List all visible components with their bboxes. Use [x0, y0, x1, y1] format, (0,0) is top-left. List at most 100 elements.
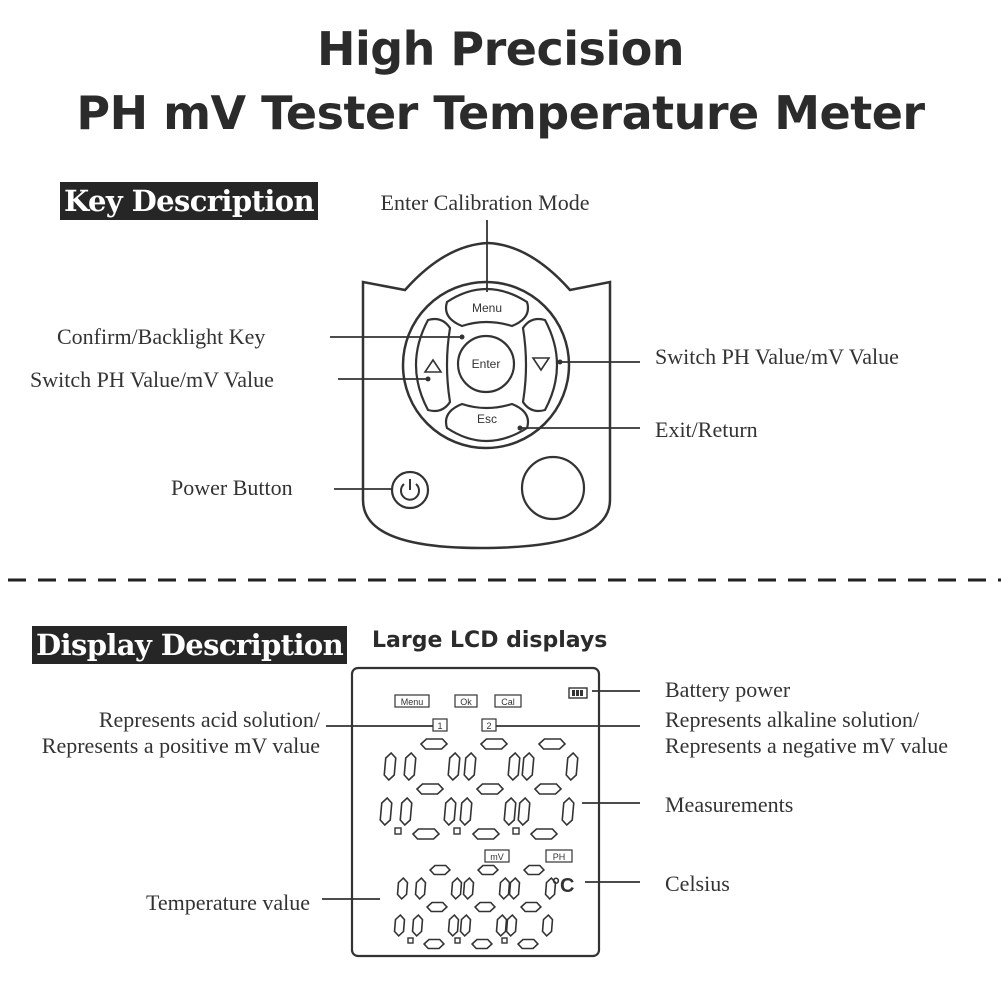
- lcd-segment: [443, 796, 457, 827]
- decimal-point: [394, 827, 402, 835]
- label-alkaline-2: Represents a negative mV value: [665, 733, 948, 758]
- temperature-digit-1: [393, 876, 409, 938]
- down-arrow-key[interactable]: [521, 317, 559, 413]
- up-arrow-key[interactable]: [414, 317, 452, 413]
- lcd-segment: [411, 913, 424, 938]
- svg-text:2: 2: [486, 721, 491, 731]
- label-battery: Battery power: [665, 677, 791, 702]
- label-celsius: Celsius: [665, 871, 730, 896]
- label-acid-1: Represents acid solution/: [99, 707, 321, 732]
- lcd-ph-indicator: PH: [545, 849, 573, 863]
- lcd-cal-indicator: Cal: [494, 694, 522, 708]
- lcd-segment: [428, 864, 452, 876]
- decimal-point: [512, 827, 520, 835]
- label-acid-2: Represents a positive mV value: [42, 733, 320, 758]
- lcd-segment: [521, 751, 535, 782]
- measurement-digit-2: [399, 738, 461, 840]
- sensor-window: [520, 455, 586, 521]
- title-line-1: High Precision: [316, 22, 685, 76]
- lcd-indicator-1: 1: [432, 718, 448, 732]
- svg-text:mV: mV: [490, 852, 504, 862]
- celsius-unit: °C: [552, 875, 574, 897]
- label-measurements: Measurements: [665, 792, 793, 817]
- key-leader-lines: [330, 220, 640, 490]
- display-description-heading: Display Description: [32, 626, 348, 664]
- lcd-segment: [419, 738, 449, 750]
- lcd-segment: [414, 876, 427, 901]
- lcd-segment: [425, 901, 449, 913]
- lcd-frame: [350, 666, 601, 958]
- measurement-digits: [379, 738, 579, 840]
- label-exit-return: Exit/Return: [655, 417, 758, 442]
- menu-key[interactable]: Menu: [444, 287, 530, 328]
- lcd-segment: [459, 913, 472, 938]
- lcd-segment: [517, 796, 531, 827]
- power-icon: [400, 483, 420, 501]
- lcd-segment: [544, 876, 557, 901]
- lcd-segment: [383, 751, 397, 782]
- esc-key-label: Esc: [477, 412, 497, 426]
- up-triangle-icon: [423, 358, 443, 373]
- lcd-segment: [379, 796, 393, 827]
- lcd-segment: [459, 796, 473, 827]
- measurement-digit-3: [459, 738, 521, 840]
- lcd-segment: [533, 783, 563, 795]
- lcd-subheading: Large LCD displays: [372, 628, 608, 653]
- temperature-digit-2: [411, 864, 463, 950]
- lcd-segment: [529, 828, 559, 840]
- lcd-segment: [415, 783, 445, 795]
- label-enter-calibration: Enter Calibration Mode: [381, 190, 590, 215]
- measurement-digit-1: [379, 751, 397, 827]
- lcd-segment: [479, 738, 509, 750]
- lcd-segment: [470, 938, 494, 950]
- menu-key-label: Menu: [472, 301, 502, 315]
- measurement-digit-4: [517, 738, 579, 840]
- esc-key[interactable]: Esc: [444, 402, 530, 443]
- lcd-segment: [522, 864, 546, 876]
- decimal-point: [407, 937, 414, 944]
- temperature-digit-3: [459, 864, 511, 950]
- lcd-segment: [519, 901, 543, 913]
- svg-text:Cal: Cal: [501, 697, 515, 707]
- lcd-segment: [396, 876, 409, 901]
- svg-text:1: 1: [437, 721, 442, 731]
- lcd-segment: [411, 828, 441, 840]
- lcd-ok-indicator: Ok: [454, 694, 478, 708]
- lcd-segment: [537, 738, 567, 750]
- lcd-segment: [403, 751, 417, 782]
- lcd-segment: [462, 876, 475, 901]
- lcd-segment: [561, 796, 575, 827]
- battery-icon: [568, 687, 588, 699]
- lcd-segment: [475, 783, 505, 795]
- lcd-segment: [463, 751, 477, 782]
- label-confirm-backlight: Confirm/Backlight Key: [57, 324, 265, 349]
- lcd-mv-indicator: mV: [484, 849, 510, 863]
- label-alkaline-1: Represents alkaline solution/: [665, 707, 920, 732]
- lcd-segment: [450, 876, 463, 901]
- key-description-heading: Key Description: [60, 182, 318, 220]
- decimal-point: [501, 937, 508, 944]
- label-temperature: Temperature value: [146, 890, 310, 915]
- lcd-indicator-2: 2: [481, 718, 497, 732]
- enter-key-label: Enter: [472, 357, 501, 371]
- lcd-segment: [541, 913, 554, 938]
- label-switch-right: Switch PH Value/mV Value: [655, 344, 899, 369]
- lcd-segment: [508, 876, 521, 901]
- lcd-segment: [447, 751, 461, 782]
- decimal-point: [453, 827, 461, 835]
- lcd-segment: [507, 751, 521, 782]
- lcd-segment: [498, 876, 511, 901]
- svg-text:Ok: Ok: [460, 697, 472, 707]
- lcd-segment: [503, 796, 517, 827]
- svg-text:PH: PH: [553, 852, 566, 862]
- display-leader-lines: [322, 690, 640, 900]
- title-line-2: PH mV Tester Temperature Meter: [76, 86, 925, 140]
- lcd-segment: [495, 913, 508, 938]
- lcd-segment: [399, 796, 413, 827]
- enter-key[interactable]: Enter: [456, 334, 516, 394]
- svg-text:Menu: Menu: [401, 697, 424, 707]
- lcd-segment: [473, 901, 497, 913]
- power-button[interactable]: [390, 470, 430, 510]
- temperature-digit-4: [505, 864, 557, 950]
